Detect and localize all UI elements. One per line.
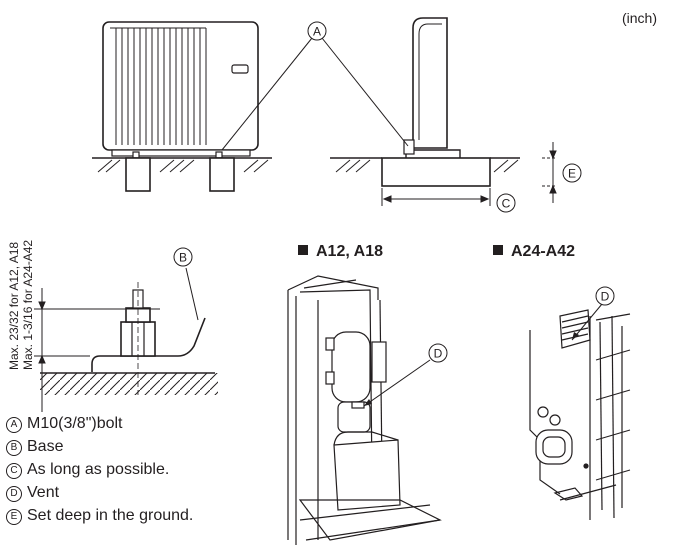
callout-c: C [496, 193, 516, 213]
ground-hatch-side [335, 159, 519, 173]
circled-letter-icon: C [6, 463, 22, 479]
side-foundation [381, 157, 491, 187]
front-grille [110, 27, 207, 145]
leader-line-b [185, 267, 199, 321]
ground-hatch-front [97, 159, 269, 173]
detail-a12-a18 [287, 275, 442, 545]
front-view-unit [92, 21, 272, 192]
callout-d-a24: D [595, 286, 615, 306]
svg-text:D: D [601, 290, 610, 304]
unit-label: (inch) [622, 10, 658, 26]
dimension-label-1: Max. 23/32 for A12, A18 [7, 242, 21, 370]
square-bullet-icon [298, 245, 308, 255]
side-bolt [403, 139, 415, 155]
circled-letter-icon: D [6, 486, 22, 502]
foundation-block-left [125, 157, 151, 192]
circled-letter-icon: B [6, 440, 22, 456]
detail-a24-a42 [529, 303, 631, 520]
circled-letter-icon: E [6, 509, 22, 525]
svg-text:B: B [179, 251, 187, 265]
svg-text:A: A [313, 25, 321, 39]
leader-line-d1 [363, 359, 431, 407]
callout-a: A [307, 21, 327, 41]
bolt-shaft [132, 289, 144, 309]
vent-a12 [351, 401, 365, 409]
leader-lines-a [221, 37, 409, 151]
section-heading-a24-a42: A24-A42 [493, 243, 575, 261]
svg-text:C: C [502, 197, 511, 211]
bolt-detail [34, 267, 218, 412]
max-dimension [34, 288, 160, 412]
square-bullet-icon [493, 245, 503, 255]
callout-b: B [173, 247, 193, 267]
dimension-c [381, 188, 491, 206]
circled-letter-icon: A [6, 417, 22, 433]
foundation-block-right [209, 157, 235, 192]
callout-e: E [562, 163, 582, 183]
dimension-label-2: Max. 1-3/16 for A24-A42 [21, 240, 35, 370]
dimension-e [542, 142, 557, 203]
svg-text:E: E [568, 167, 576, 181]
callout-d-a12: D [428, 343, 448, 363]
side-view-unit [330, 17, 557, 206]
svg-text:D: D [434, 347, 443, 361]
section-heading-a12-a18: A12, A18 [298, 243, 383, 261]
front-handle [231, 64, 249, 74]
